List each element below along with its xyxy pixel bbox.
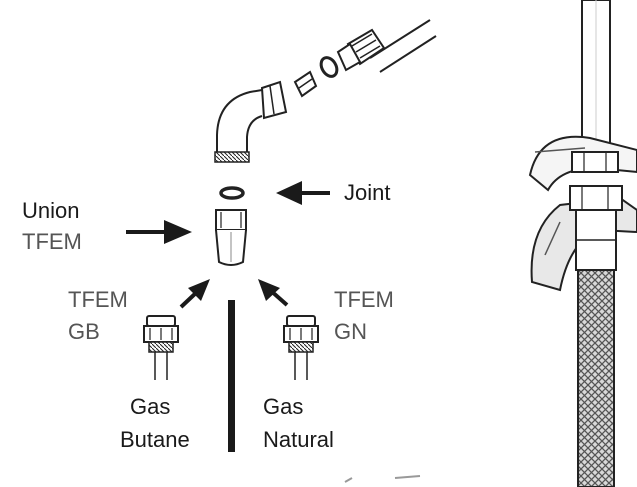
- tfem-gb-code-label: GB: [68, 319, 100, 344]
- hose-nut: [293, 70, 318, 98]
- tfem-gn-arrow-icon: [258, 279, 289, 307]
- tfem-gb-label: TFEM: [68, 287, 128, 312]
- wrench-installation-illustration: [528, 0, 637, 487]
- hose-washer: [319, 56, 339, 78]
- tfem-gb-fitting: [143, 315, 179, 380]
- flexible-hose-end: [336, 19, 437, 73]
- gas-butane-label: Gas: [130, 394, 171, 419]
- butane-label: Butane: [120, 427, 190, 452]
- union-tfem-label: TFEM: [22, 229, 82, 254]
- joint-arrow-icon: [276, 181, 330, 205]
- natural-label: Natural: [263, 427, 334, 452]
- union-arrow-icon: [126, 220, 192, 244]
- gas-natural-label: Gas: [263, 394, 304, 419]
- tfem-gb-arrow-icon: [179, 279, 210, 309]
- tfem-gn-label: TFEM: [334, 287, 394, 312]
- union-tfem-fitting: [215, 209, 247, 266]
- tfem-gn-fitting: [283, 315, 319, 380]
- joint-label: Joint: [344, 180, 391, 205]
- joint-washer: [219, 186, 245, 200]
- elbow-fitting: [214, 80, 288, 163]
- tfem-gn-code-label: GN: [334, 319, 367, 344]
- union-label: Union: [22, 198, 80, 223]
- separator-line: [228, 300, 235, 452]
